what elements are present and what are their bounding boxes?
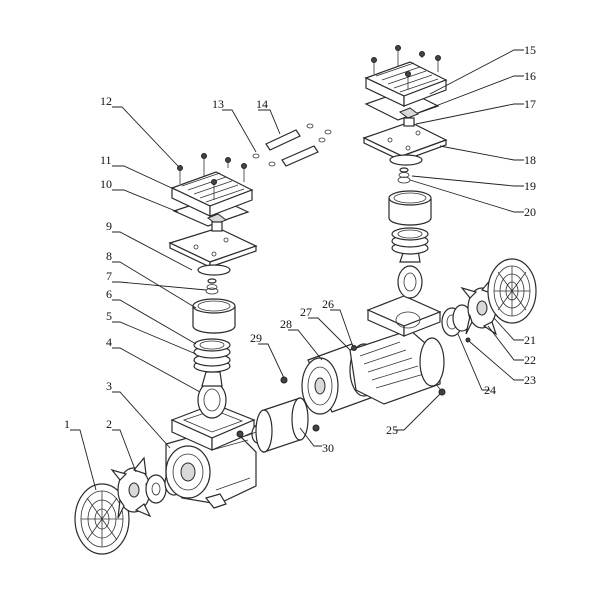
part-fan-guard-right — [487, 258, 537, 324]
callout-22: 22 — [524, 353, 536, 367]
callout-23: 23 — [524, 373, 536, 387]
part-valve-plate-left — [168, 227, 258, 276]
callout-7: 7 — [106, 269, 112, 283]
callout-18: 18 — [524, 153, 536, 167]
callout-19: 19 — [524, 179, 536, 193]
part-valve-plate-right — [362, 121, 448, 166]
callout-24: 24 — [484, 383, 496, 397]
callout-3: 3 — [106, 379, 112, 393]
part-crankcase-left — [165, 425, 257, 509]
callout-27: 27 — [300, 305, 312, 319]
callout-13: 13 — [212, 97, 224, 111]
part-cylinder-head-right — [364, 45, 448, 107]
part-bearing-24 — [441, 304, 472, 337]
part-bolt-25 — [435, 383, 446, 396]
callout-16: 16 — [524, 69, 536, 83]
callout-20: 20 — [524, 205, 536, 219]
callout-11: 11 — [100, 153, 112, 167]
callout-8: 8 — [106, 249, 112, 263]
callout-9: 9 — [106, 219, 112, 233]
part-cylinder-block-left — [170, 403, 272, 451]
part-small-spring-right — [397, 167, 411, 184]
part-motor-housing-right — [349, 329, 445, 405]
part-cylinder-head-left — [170, 153, 254, 217]
callout-4: 4 — [106, 335, 112, 349]
part-crankcase-right — [366, 249, 442, 337]
part-washer-23 — [465, 337, 471, 343]
callout-21: 21 — [524, 333, 536, 347]
callout-15: 15 — [524, 43, 536, 57]
callout-10: 10 — [100, 177, 112, 191]
part-fan-guard-left — [74, 483, 130, 555]
callout-14: 14 — [256, 97, 268, 111]
callout-2: 2 — [106, 417, 112, 431]
callout-28: 28 — [280, 317, 292, 331]
callout-labels: 1 2 3 4 5 6 7 8 9 10 11 12 13 14 15 16 1… — [64, 43, 536, 455]
callout-6: 6 — [106, 287, 112, 301]
leader-lines — [70, 49, 524, 491]
part-piston-rings-left — [193, 338, 231, 373]
callout-30: 30 — [322, 441, 334, 455]
part-piston-rings-right — [391, 227, 429, 255]
callout-12: 12 — [100, 94, 112, 108]
part-rotor — [245, 397, 320, 453]
callout-17: 17 — [524, 97, 536, 111]
callout-25: 25 — [386, 423, 398, 437]
part-cylinder-sleeve-right — [388, 190, 432, 226]
callout-1: 1 — [64, 417, 70, 431]
part-small-spring-left — [205, 278, 219, 295]
part-cylinder-sleeve-left — [192, 298, 236, 334]
part-transfer-tubes — [252, 123, 332, 167]
part-connecting-rod-left — [197, 371, 227, 419]
callout-5: 5 — [106, 309, 112, 323]
callout-26: 26 — [322, 297, 334, 311]
callout-29: 29 — [250, 331, 262, 345]
